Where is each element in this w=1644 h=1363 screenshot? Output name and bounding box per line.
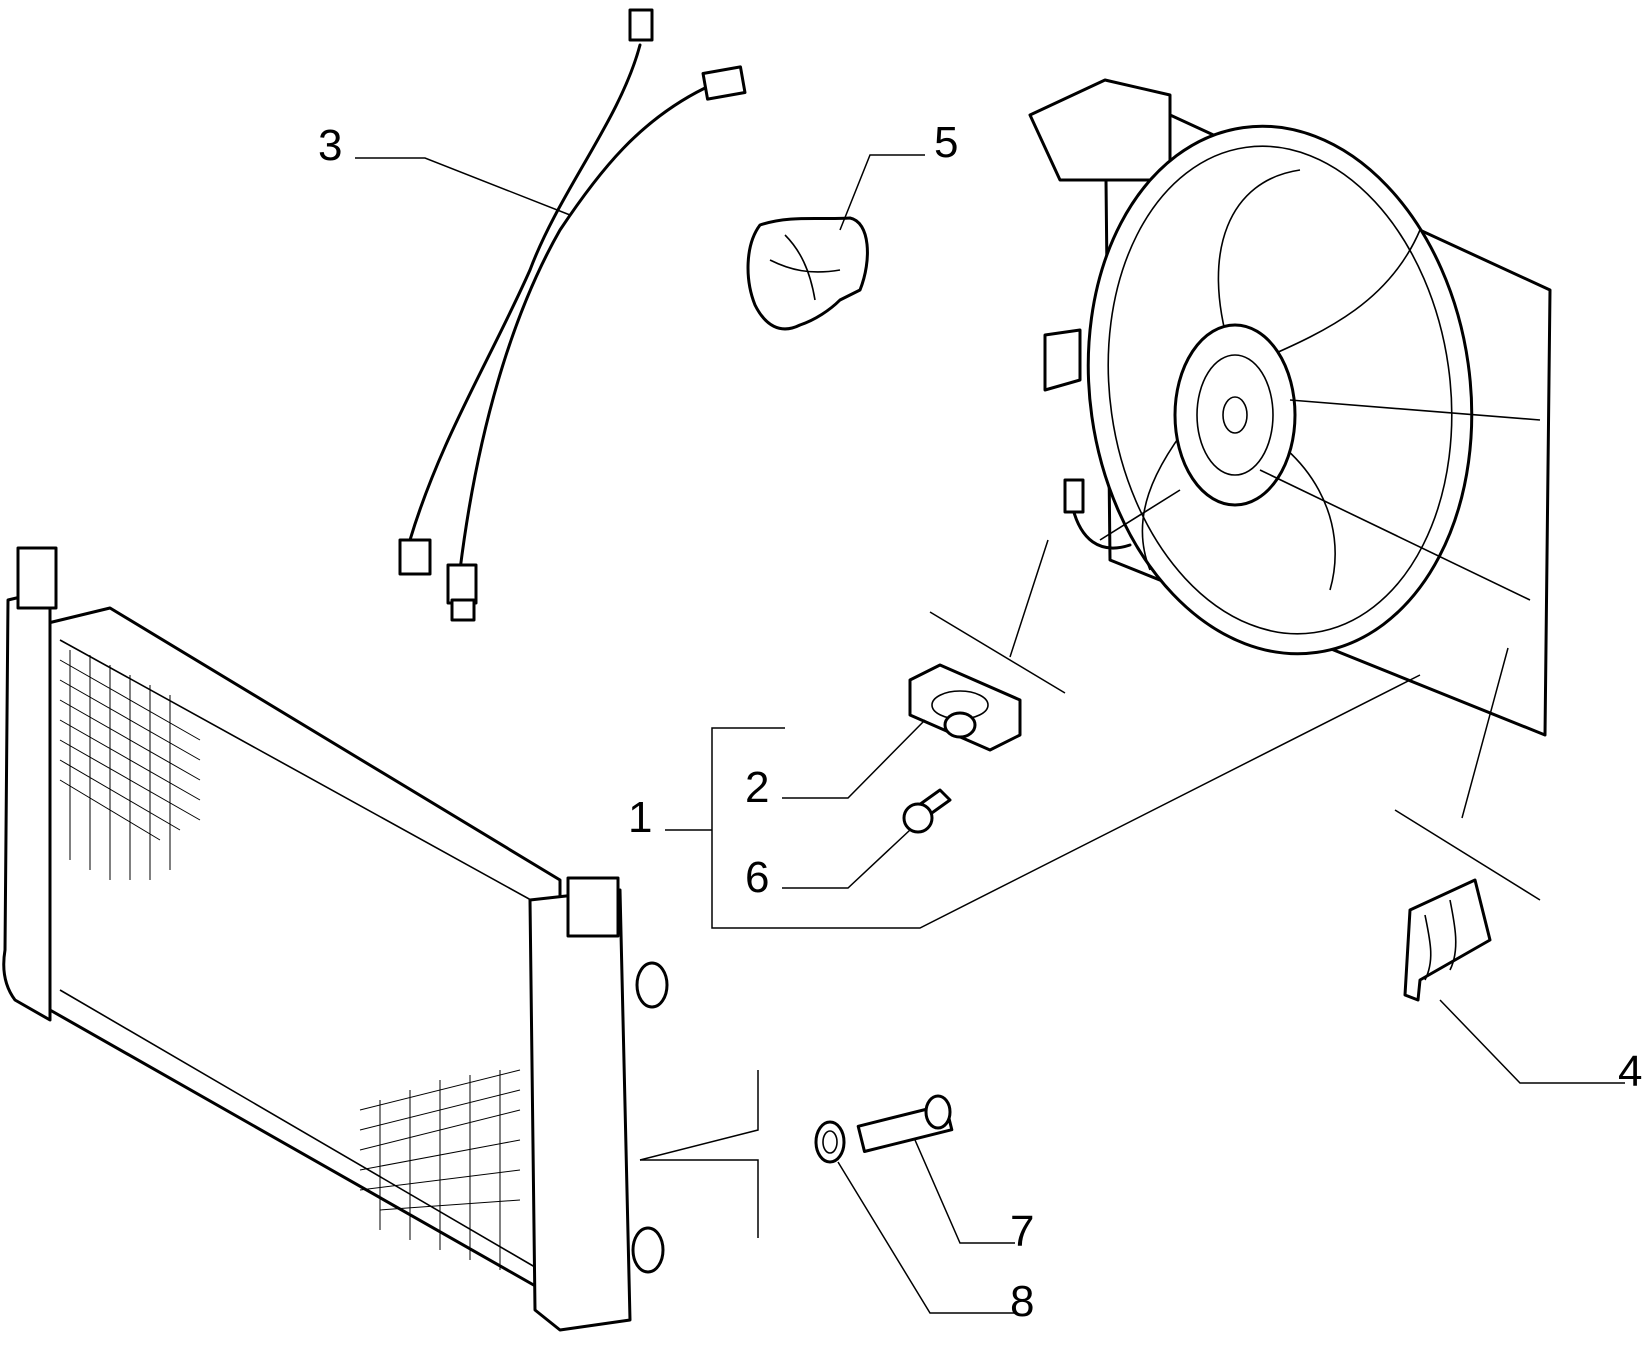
fan-shroud-assembly	[1028, 78, 1552, 737]
callout-3: 3	[318, 121, 342, 170]
callout-labels: 1 2 3 4 5 6 7 8	[318, 118, 1642, 1326]
callout-5: 5	[934, 118, 958, 167]
sealing-washer	[814, 1120, 846, 1164]
callout-4: 4	[1618, 1047, 1642, 1096]
fan-resistor	[908, 663, 1022, 752]
callout-6: 6	[745, 853, 769, 902]
radiator	[2, 546, 669, 1332]
spring-clip	[1403, 878, 1492, 1002]
callout-1: 1	[628, 793, 652, 842]
callout-7: 7	[1010, 1207, 1034, 1256]
thermo-switch	[856, 1094, 954, 1154]
hose-clip	[746, 216, 869, 331]
callout-8: 8	[1010, 1277, 1034, 1326]
wiring-harness	[398, 8, 747, 622]
screw	[902, 788, 952, 834]
leader-lines	[355, 154, 1625, 1314]
callout-2: 2	[745, 763, 769, 812]
